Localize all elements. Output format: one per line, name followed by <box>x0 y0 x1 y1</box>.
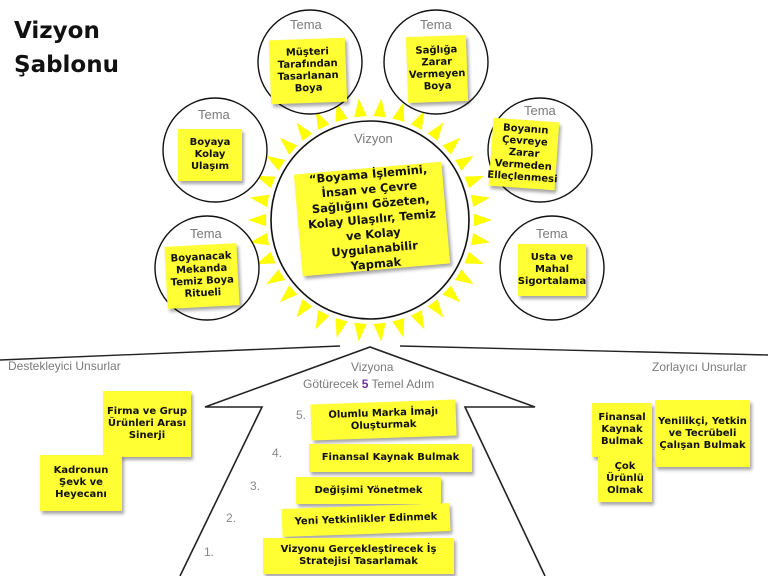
theme-label: Tema <box>524 103 556 118</box>
sun-ray <box>427 122 444 141</box>
sun-ray <box>250 232 270 246</box>
sun-ray <box>410 110 425 130</box>
divider-line <box>0 345 341 361</box>
sun-ray <box>266 269 286 285</box>
step-note: Değişimi Yönetmek <box>296 477 441 504</box>
sun-ray <box>464 175 484 189</box>
sun-ray <box>373 98 386 118</box>
sun-ray <box>279 137 298 155</box>
steps-header-line2: Götürecek 5 Temel Adım <box>303 377 434 391</box>
theme-note: Usta ve Mahal Sigortalama <box>518 244 586 296</box>
divider-line <box>399 345 768 356</box>
sun-ray <box>256 251 276 265</box>
sun-ray <box>392 102 405 122</box>
step-note: Finansal Kaynak Bulmak <box>309 444 472 472</box>
theme-label: Tema <box>420 17 452 32</box>
theme-note: Boyanın Çevreye Zarar Vermeden Elleçlenm… <box>487 117 560 191</box>
theme-note: Boyanacak Mekanda Temiz Boya Ritueli <box>164 243 240 309</box>
slide-title: Vizyon Şablonu <box>14 18 119 78</box>
sun-ray <box>470 232 490 246</box>
sun-ray <box>354 322 367 342</box>
sun-ray <box>410 310 425 330</box>
sun-ray <box>427 299 444 318</box>
challenging-note: Yenilikçi, Yetkin ve Tecrübeli Çalışan B… <box>655 400 750 467</box>
sun-ray <box>248 213 267 227</box>
sun-ray <box>250 194 270 208</box>
challenging-note: Çok Ürünlü Olmak <box>598 456 652 502</box>
step-number: 5. <box>296 408 307 422</box>
sun-ray <box>315 310 330 330</box>
supporting-note: Firma ve Grup Ürünleri Arası Sinerji <box>103 391 191 457</box>
theme-note: Boyaya Kolay Ulaşım <box>178 129 242 181</box>
sun-ray <box>315 110 330 130</box>
sun-ray <box>470 194 490 208</box>
sun-ray <box>266 155 286 171</box>
sun-ray <box>256 175 276 189</box>
sun-ray <box>442 137 461 155</box>
sun-ray <box>454 155 474 171</box>
sun-rays <box>248 98 492 342</box>
steps-count: 5 <box>361 377 369 391</box>
theme-label: Tema <box>198 107 230 122</box>
theme-note: Sağlığa Zarar Vermeyen Boya <box>405 34 469 104</box>
challenging-label: Zorlayıcı Unsurlar <box>652 360 747 374</box>
theme-label: Tema <box>190 226 222 241</box>
sun-ray <box>335 102 348 122</box>
theme-note: Müşteri Tarafından Tasarlanan Boya <box>268 37 348 105</box>
step-note: Yeni Yetkinlikler Edinmek <box>281 503 451 537</box>
step-note: Olumlu Marka İmajı Oluşturmak <box>310 399 457 441</box>
sun-ray <box>392 318 405 338</box>
sun-ray <box>296 122 313 141</box>
sun-ray <box>464 251 484 265</box>
supporting-label: Destekleyici Unsurlar <box>8 359 121 373</box>
supporting-note: Kadronun Şevk ve Heyecanı <box>40 455 122 511</box>
step-number: 4. <box>272 446 283 460</box>
sun-ray <box>296 299 313 318</box>
sun-ray <box>373 322 386 342</box>
step-number: 2. <box>226 511 237 525</box>
step-number: 1. <box>204 545 215 559</box>
sun-ray <box>354 98 367 118</box>
vision-note: “Boyama İşlemini, İnsan ve Çevre Sağlığı… <box>293 162 451 277</box>
theme-label: Tema <box>536 226 568 241</box>
steps-header-post: Temel Adım <box>368 377 435 391</box>
sun-ray <box>442 285 461 303</box>
vision-label: Vizyon <box>354 131 393 146</box>
sun-ray <box>473 213 492 227</box>
theme-label: Tema <box>290 17 322 32</box>
steps-header-pre: Götürecek <box>303 377 362 391</box>
steps-header-line1: Vizyona <box>351 360 394 374</box>
step-note: Vizyonu Gerçekleştirecek İş Stratejisi T… <box>263 538 454 574</box>
sun-ray <box>335 318 348 338</box>
sun-ray <box>454 269 474 285</box>
steps-arrow <box>179 346 546 576</box>
step-number: 3. <box>250 479 261 493</box>
sun-ray <box>279 285 298 303</box>
challenging-note: Finansal Kaynak Bulmak <box>592 403 652 457</box>
